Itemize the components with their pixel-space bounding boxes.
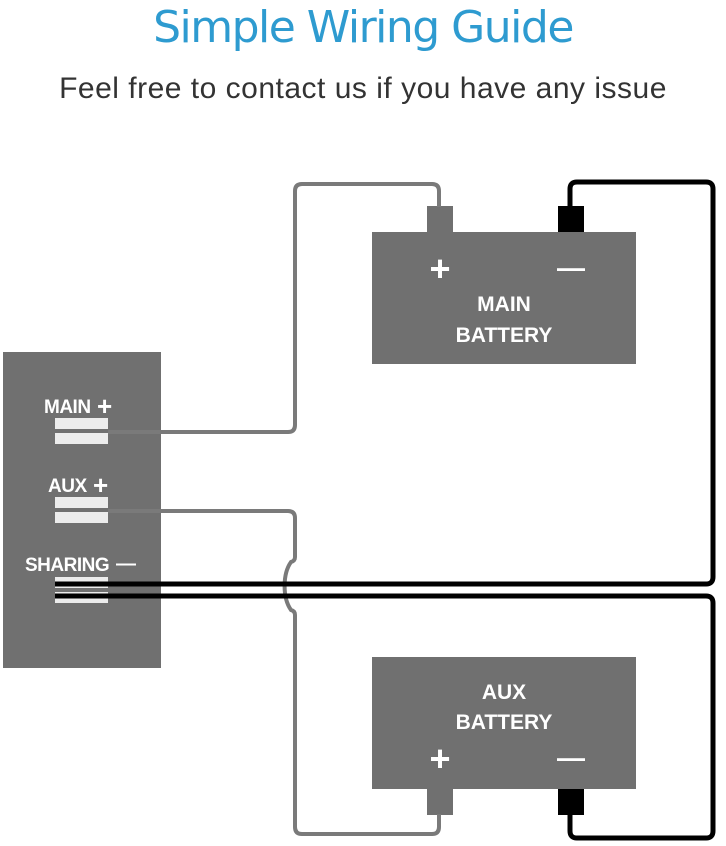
module-sign-sharing: — [116,553,136,575]
main-battery-positive-post [427,206,453,233]
aux-battery-positive-sign: + [429,738,450,779]
aux-battery-positive-post [427,789,453,815]
main-battery-negative-post [558,206,584,233]
terminal-aux-pad-bottom [55,512,108,523]
wire-main-positive [108,182,441,434]
main-battery: + — MAIN BATTERY [372,206,636,364]
main-battery-label-line2: BATTERY [456,324,553,347]
aux-battery: AUX BATTERY + — [372,657,636,815]
module-label-main: MAIN [44,397,91,418]
aux-battery-negative-sign: — [557,742,585,773]
terminal-aux-pad-top [55,497,108,508]
main-battery-positive-sign: + [429,248,450,289]
wire-aux-positive [108,509,441,836]
module-sign-main: + [97,391,112,421]
page-title: Simple Wiring Guide [153,2,574,53]
terminal-main-pad-bottom [55,433,108,444]
module-label-aux: AUX [48,476,87,497]
module-label-sharing: SHARING [25,555,109,576]
main-battery-negative-sign: — [557,252,585,283]
wire-sharing-negative-to-main [55,179,716,587]
module-sign-aux: + [93,470,108,500]
page-subtitle: Feel free to contact us if you have any … [59,72,667,105]
aux-battery-body [372,657,636,789]
aux-battery-label-line2: BATTERY [456,711,553,734]
main-battery-label-line1: MAIN [477,293,531,316]
main-battery-body [372,232,636,364]
terminal-main-pad-top [55,418,108,429]
aux-battery-label-line1: AUX [482,681,526,704]
wire-sharing-negative-to-aux [55,593,716,841]
aux-battery-negative-post [558,789,584,815]
